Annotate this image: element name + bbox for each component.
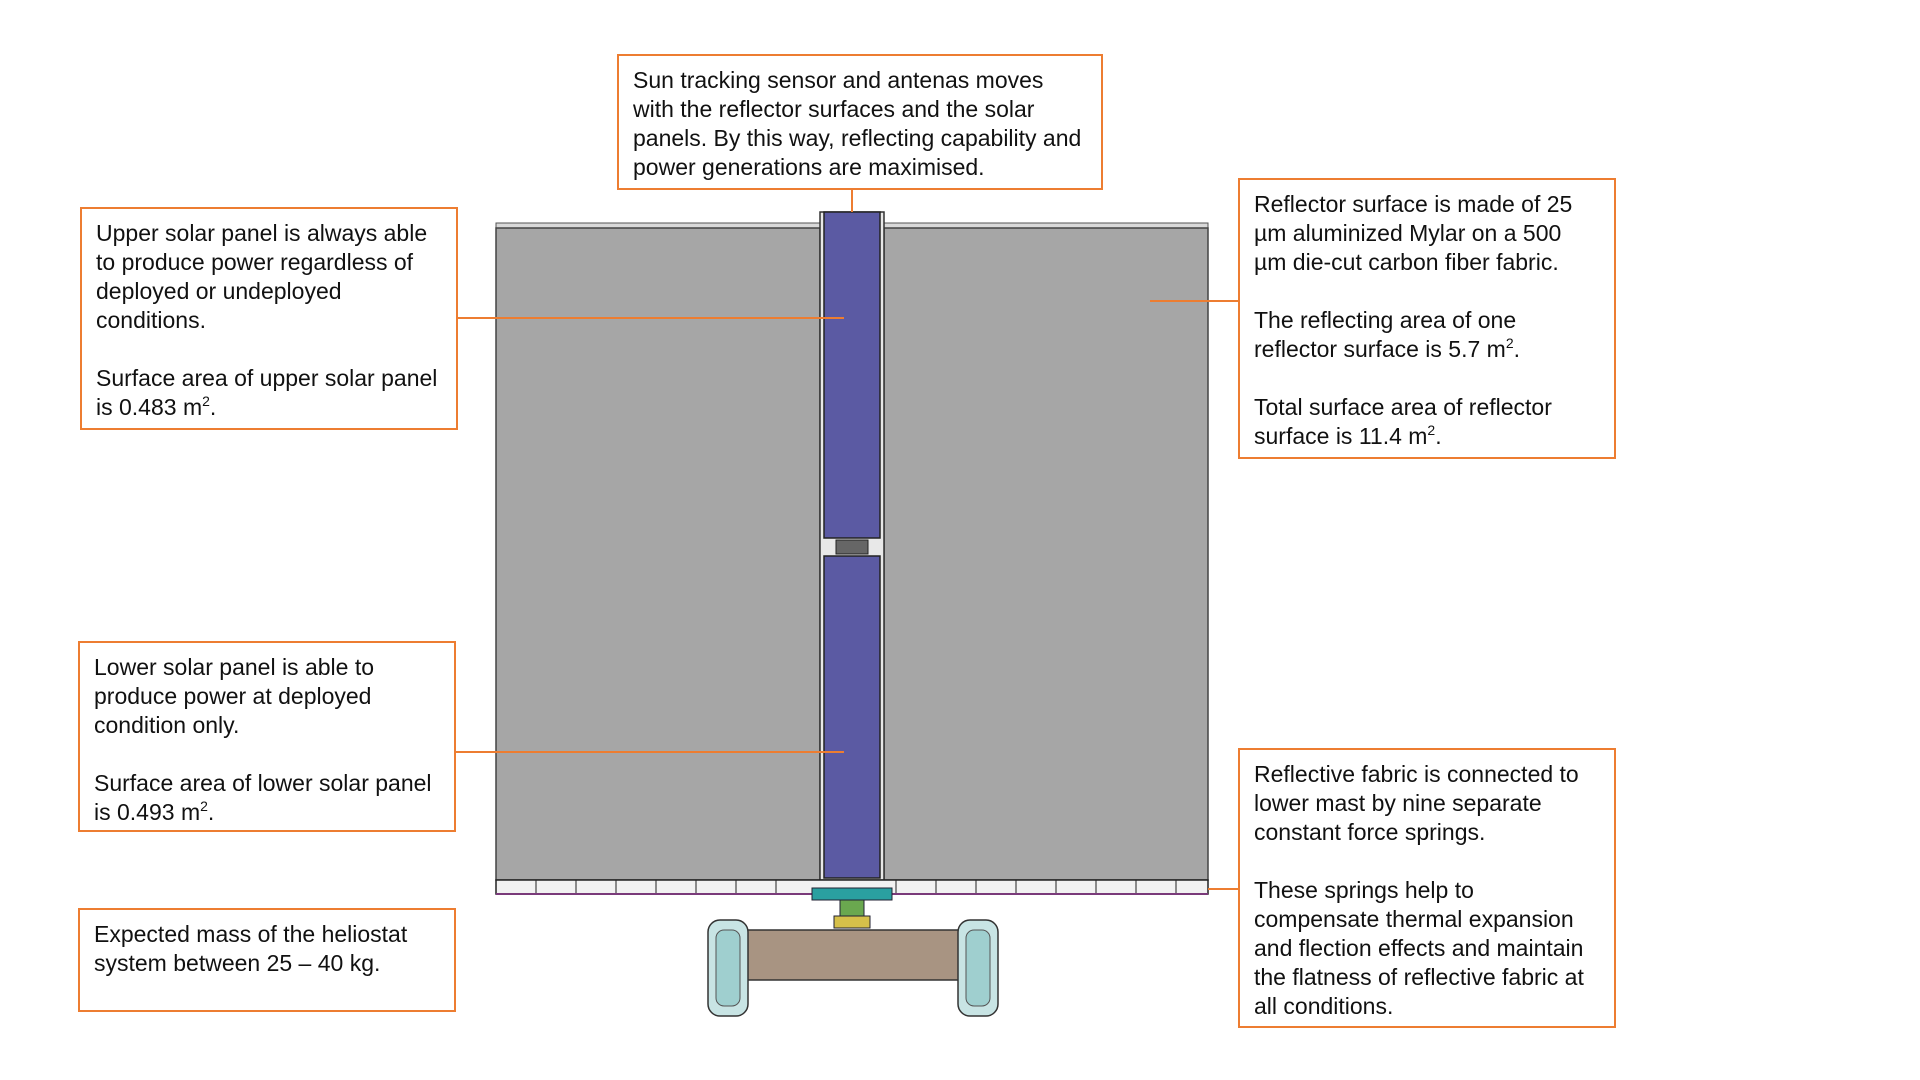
right-reflector-surface [883,227,1209,881]
lower-solar-panel [823,555,881,879]
reflector-area-total: Total surface area of reflector surface … [1254,394,1552,449]
callout-expected-mass: Expected mass of the heliostat system be… [78,908,456,1012]
mast-joint [835,539,869,555]
lower-panel-description: Lower solar panel is able to produce pow… [94,654,374,738]
callout-lower-solar-panel: Lower solar panel is able to produce pow… [78,641,456,832]
hub-assembly [811,887,893,901]
fabric-connection: Reflective fabric is connected to lower … [1254,761,1579,845]
upper-solar-panel [823,211,881,539]
hub-gear [833,915,871,929]
base-cart [743,929,963,981]
left-wheel-hub [715,929,741,1007]
upper-panel-area: Surface area of upper solar panel is 0.4… [96,365,438,420]
lower-panel-area: Surface area of lower solar panel is 0.4… [94,770,432,825]
hub-motor [839,899,865,917]
reflector-material: Reflector surface is made of 25 µm alumi… [1254,191,1573,275]
fabric-springs: These springs help to compensate thermal… [1254,877,1584,1019]
right-wheel-hub [965,929,991,1007]
callout-reflective-fabric: Reflective fabric is connected to lower … [1238,748,1616,1028]
constant-force-springs [535,880,1177,894]
callout-sun-tracking-sensor: Sun tracking sensor and antenas moves wi… [617,54,1103,190]
reflector-area-one: The reflecting area of one reflector sur… [1254,307,1520,362]
upper-panel-description: Upper solar panel is always able to prod… [96,220,428,333]
callout-upper-solar-panel: Upper solar panel is always able to prod… [80,207,458,430]
callout-sensor-text: Sun tracking sensor and antenas moves wi… [633,67,1082,180]
expected-mass-text: Expected mass of the heliostat system be… [94,921,408,976]
left-reflector-surface [495,227,821,881]
callout-reflector-surface: Reflector surface is made of 25 µm alumi… [1238,178,1616,459]
